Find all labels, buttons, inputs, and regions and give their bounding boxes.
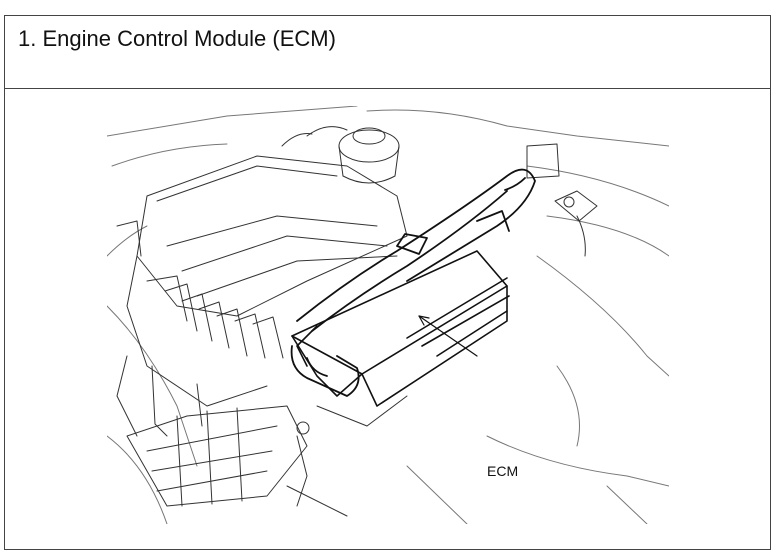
reservoir-cap [281, 126, 400, 184]
ecm-connector [290, 168, 536, 397]
intake-manifold [116, 155, 408, 437]
lower-engine-block [126, 395, 408, 517]
ecm-module [291, 250, 510, 407]
callout-leader [418, 315, 478, 357]
upper-bracket [526, 143, 598, 257]
ecm-callout-label: ECM [487, 463, 519, 479]
figure-title: 1. Engine Control Module (ECM) [18, 26, 336, 51]
background-linework [107, 106, 669, 524]
engine-bay-illustration [107, 106, 669, 524]
title-row: 1. Engine Control Module (ECM) [5, 16, 770, 89]
figure-frame: 1. Engine Control Module (ECM) [4, 15, 771, 550]
diagram-area: ECM [5, 89, 770, 549]
